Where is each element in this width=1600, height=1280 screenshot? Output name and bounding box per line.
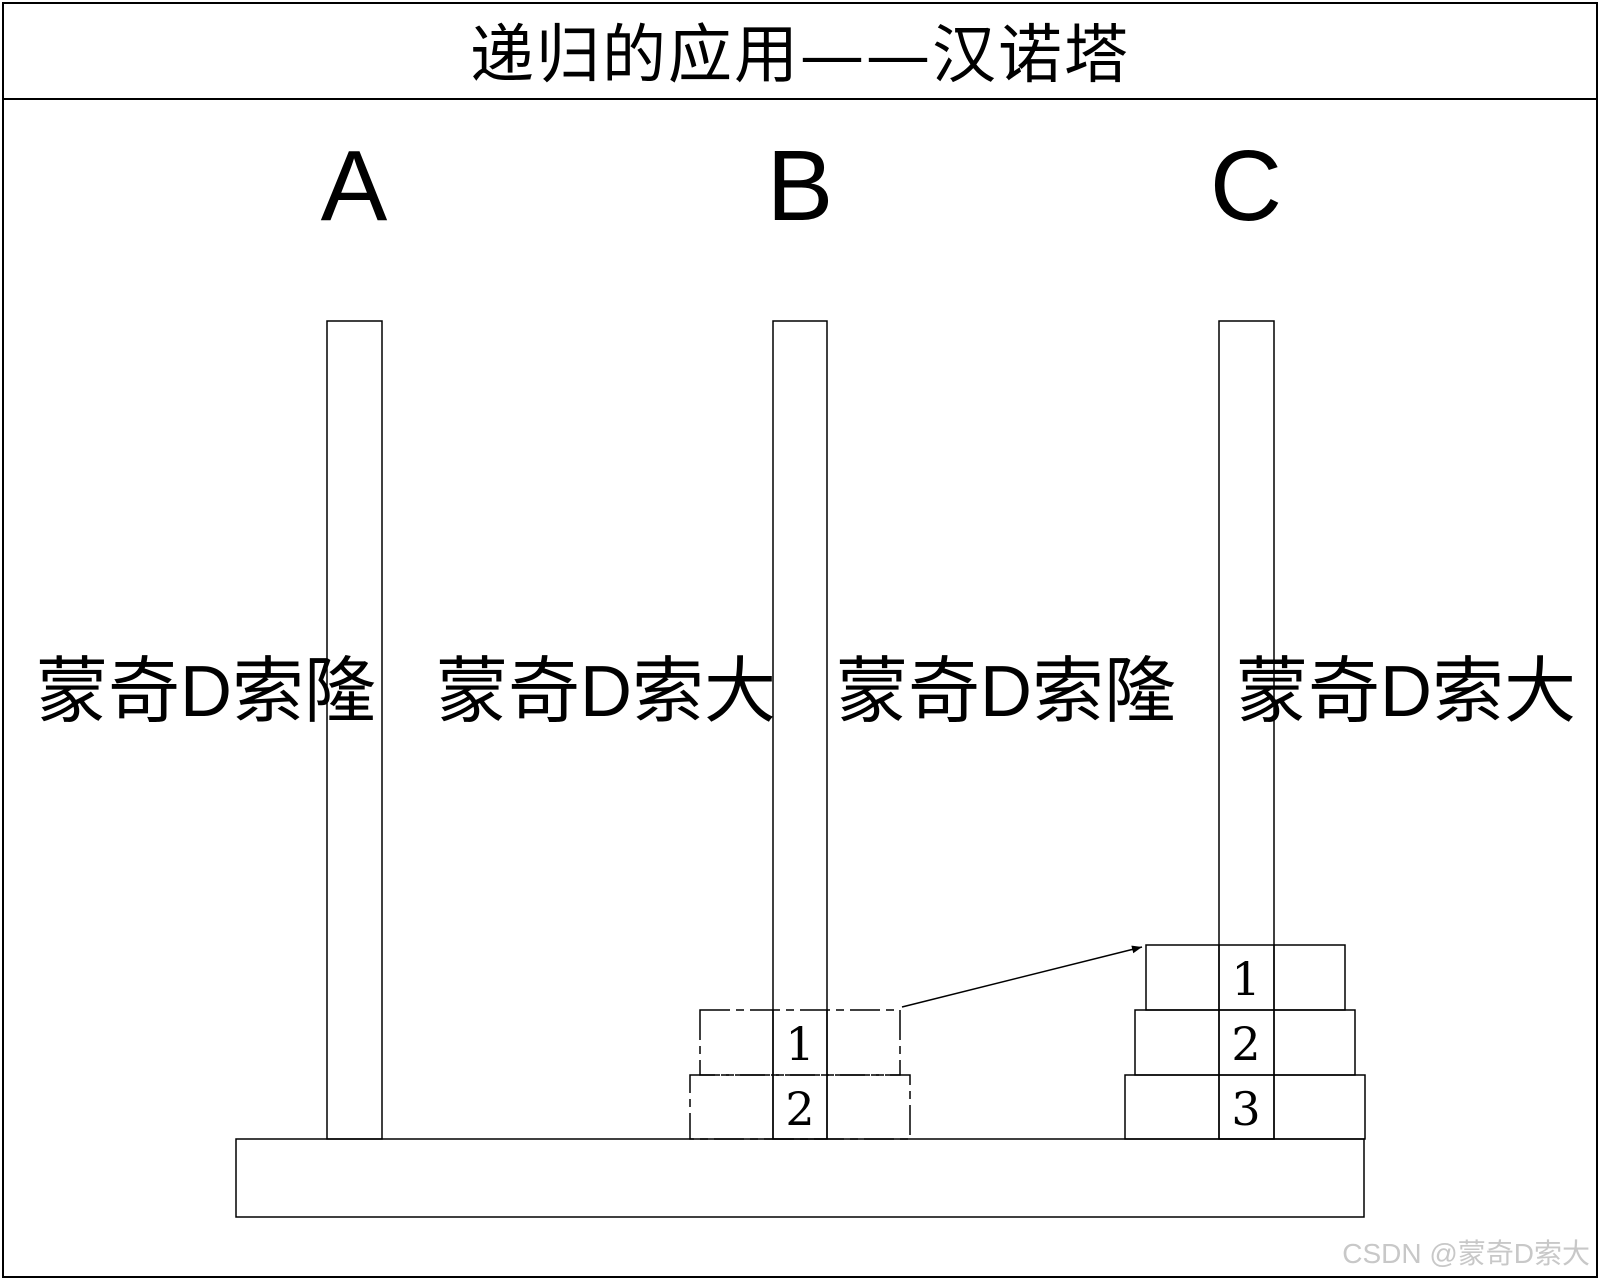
- watermark-text-4: 蒙奇D索大: [1236, 652, 1576, 732]
- peg-a: [326, 320, 383, 1140]
- peg-label-a: A: [321, 130, 388, 242]
- watermark-text-2: 蒙奇D索大: [436, 652, 776, 732]
- move-arrow: [901, 945, 1143, 1008]
- watermark-text-1: 蒙奇D索隆: [36, 652, 376, 732]
- peg-b-disk-1: [699, 1009, 901, 1076]
- peg-c-disk-2-number: 2: [1231, 1017, 1260, 1071]
- peg-b-disk-2-number: 2: [785, 1082, 814, 1136]
- title-bar: 递归的应用——汉诺塔: [2, 2, 1598, 100]
- peg-label-c: C: [1210, 130, 1282, 242]
- page-title: 递归的应用——汉诺塔: [470, 19, 1130, 93]
- peg-label-b: B: [767, 130, 834, 242]
- watermark-text-3: 蒙奇D索隆: [836, 652, 1176, 732]
- peg-c-disk-1-number: 1: [1231, 952, 1260, 1006]
- peg-b-disk-1-number: 1: [785, 1017, 814, 1071]
- tower-base: [235, 1138, 1365, 1218]
- peg-c-disk-3-number: 3: [1231, 1082, 1260, 1136]
- credit-watermark: CSDN @蒙奇D索大: [1342, 1238, 1590, 1269]
- peg-c-disk-1: [1145, 944, 1346, 1011]
